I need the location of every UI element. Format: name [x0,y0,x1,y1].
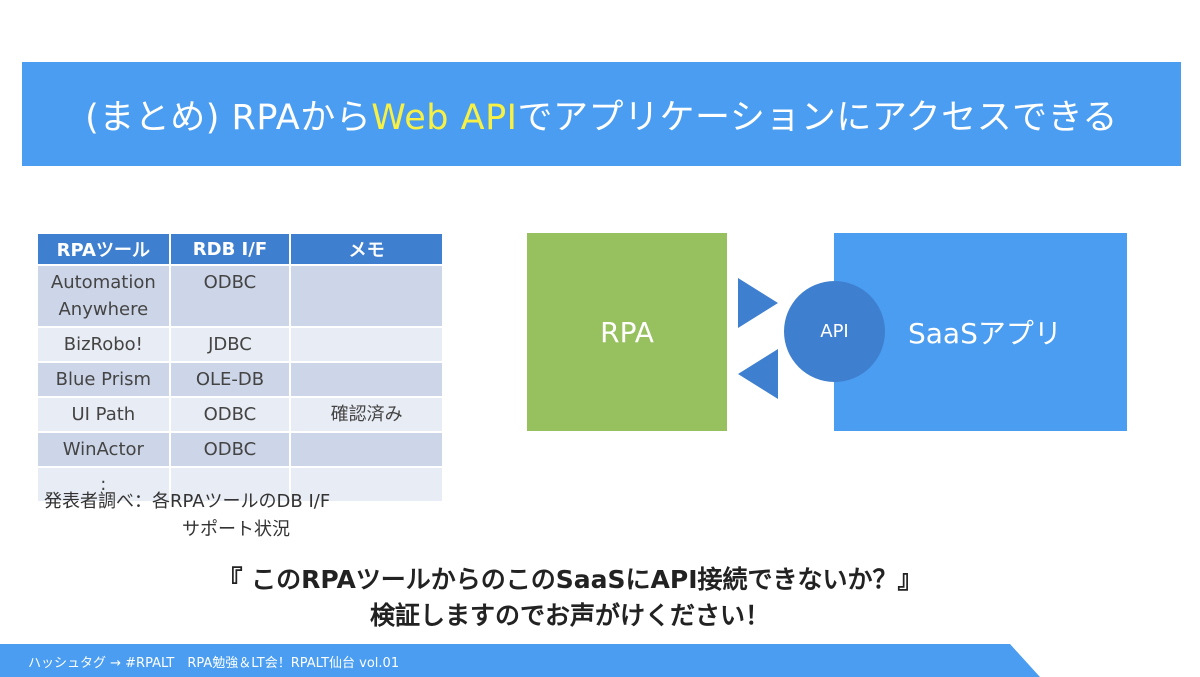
header-rdb-if: RDB I/F [170,234,292,264]
table-row: WinActor ODBC [38,431,442,466]
cell-if: ODBC [170,431,292,466]
cell-tool: BizRobo! [38,326,171,361]
call-to-action: 『 このRPAツールからのこのSaaSにAPI接続できないか？』 検証しますので… [160,562,980,634]
cell-tool: UI Path [38,396,171,431]
caption-line1: 発表者調べ：各RPAツールのDB I/F [44,491,331,512]
cell-memo: 確認済み [291,396,442,431]
cell-memo [291,431,442,466]
table-row: UI Path ODBC 確認済み [38,396,442,431]
header-rpa-tool: RPAツール [38,234,171,264]
table-row: Blue Prism OLE-DB [38,361,442,396]
table-caption: 発表者調べ：各RPAツールのDB I/F サポート状況 [44,488,330,544]
cell-tool: Automation Anywhere [38,264,171,326]
saas-label: SaaSアプリ [908,317,1062,350]
cell-tool: : [38,466,171,501]
table-row: : [38,466,442,501]
title-banner: (まとめ) RPAからWeb APIでアプリケーションにアクセスできる [22,62,1181,166]
rpa-label: RPA [600,315,654,349]
cell-memo [291,326,442,361]
cell-tool: WinActor [38,431,171,466]
table-header-row: RPAツール RDB I/F メモ [38,234,442,264]
table-row: BizRobo! JDBC [38,326,442,361]
title-suffix: でアプリケーションにアクセスできる [517,97,1118,138]
cell-if: JDBC [170,326,292,361]
footer-banner [0,644,1040,677]
callout-line2: 検証しますのでお声がけください！ [369,601,770,630]
cell-if: ODBC [170,396,292,431]
title-highlight: Web API [371,97,518,138]
rpa-block: RPA [527,233,727,431]
cell-tool: Blue Prism [38,361,171,396]
cell-memo [291,264,442,326]
table-row: Automation Anywhere ODBC [38,264,442,326]
slide-title: (まとめ) RPAからWeb APIでアプリケーションにアクセスできる [85,89,1118,140]
title-prefix: (まとめ) RPAから [85,97,372,138]
rpa-tools-table: RPAツール RDB I/F メモ Automation Anywhere OD… [38,234,442,501]
arrow-left-icon [738,349,778,399]
api-circle: API [784,281,885,382]
callout-line1: 『 このRPAツールからのこのSaaSにAPI接続できないか？』 [217,565,923,594]
cell-memo [291,361,442,396]
cell-if [170,466,292,501]
cell-if: ODBC [170,264,292,326]
cell-if: OLE-DB [170,361,292,396]
api-label: API [820,321,849,342]
header-memo: メモ [291,234,442,264]
cell-memo [291,466,442,501]
caption-line2: サポート状況 [182,519,290,540]
arrow-right-icon [738,278,778,328]
footer-hashtag: ハッシュタグ → #RPALT RPA勉強＆LT会！RPALT仙台 vol.01 [28,656,400,671]
